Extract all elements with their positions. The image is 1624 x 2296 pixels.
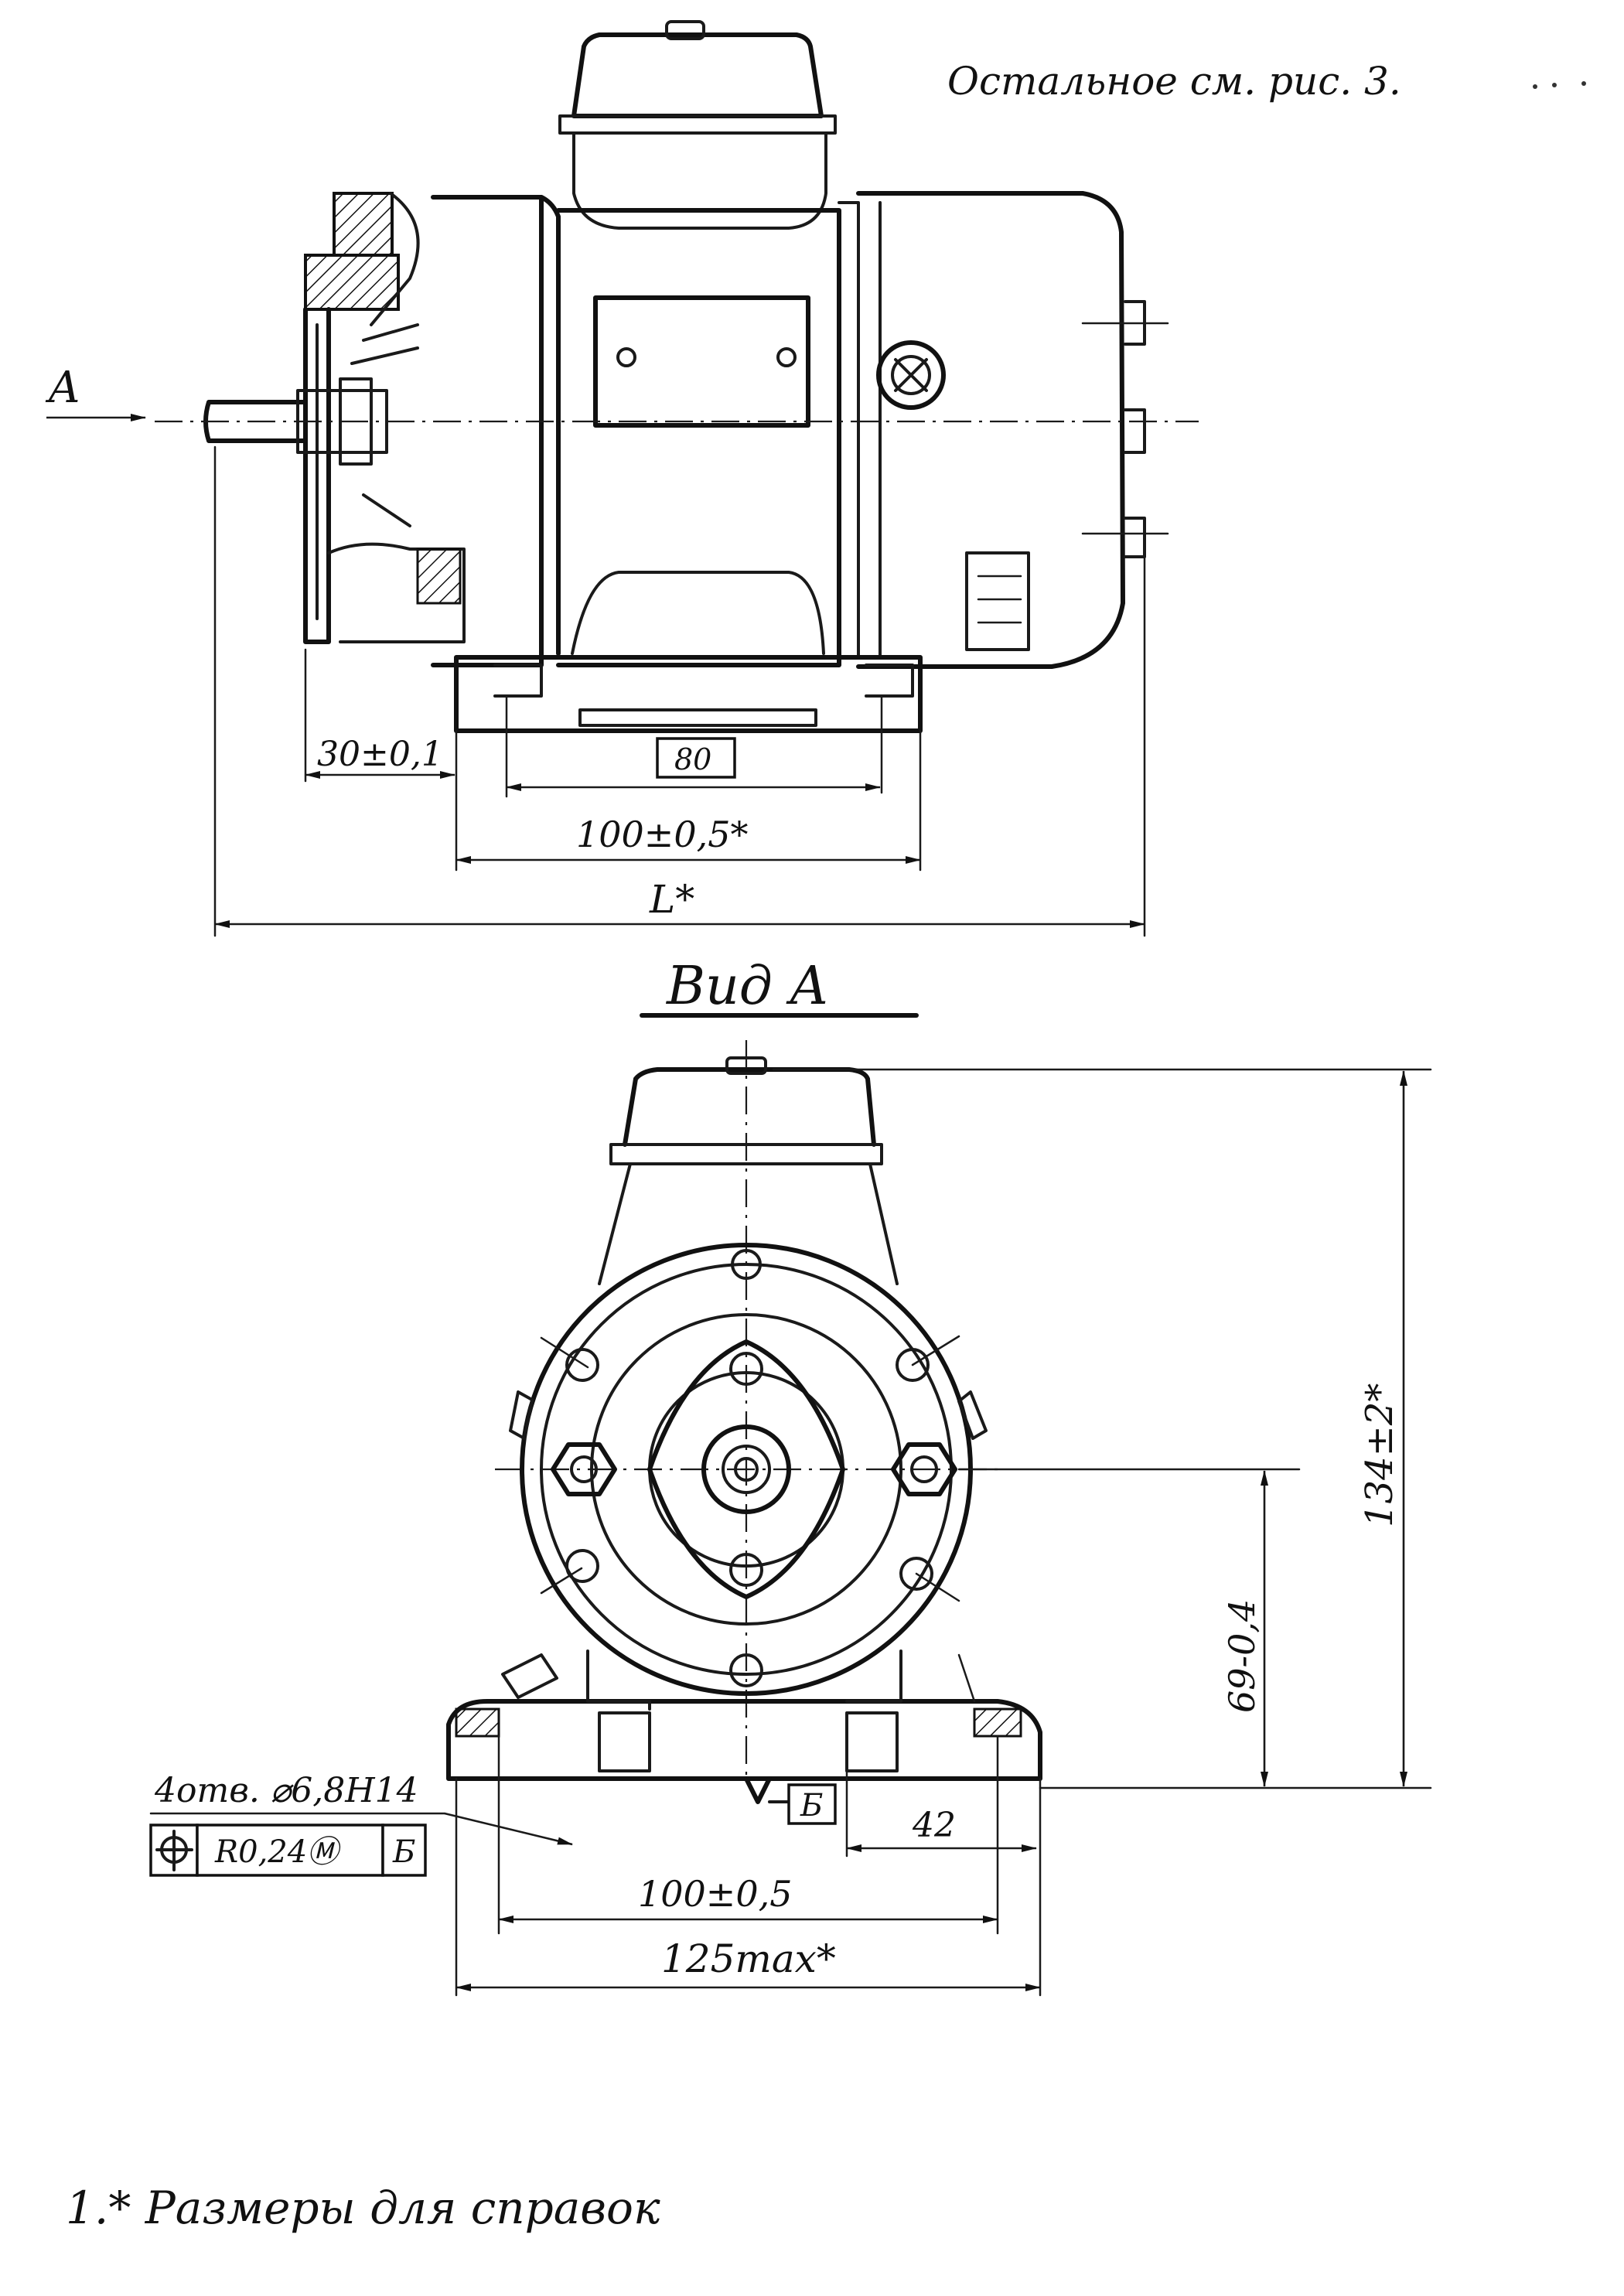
va-terminal-rim [609, 1143, 883, 1165]
va-tolerance-datum: Б [392, 1834, 415, 1870]
foot-slot-right [865, 664, 914, 698]
front-shield-curve [350, 192, 420, 365]
va-foot-left-block [598, 1711, 651, 1772]
va-cover-screw-top [729, 1352, 763, 1386]
front-bearing-section [304, 254, 400, 311]
header-note: Остальное см. рис. 3. [947, 59, 1401, 104]
va-foot-right-section [973, 1708, 1022, 1738]
va-tolerance-frame: R0,24Ⓜ Б [149, 1823, 427, 1877]
va-dim-69: 69-0,4 [1221, 1599, 1263, 1713]
va-bolt-lower-right [899, 1557, 933, 1591]
va-earth-clamp [501, 1653, 558, 1699]
va-bolt-upper-left [565, 1348, 599, 1382]
housing-body [556, 208, 841, 667]
va-hex-nut-right [891, 1442, 957, 1496]
footnote: 1.* Размеры для справок [66, 2182, 660, 2234]
front-flange-plate [303, 307, 331, 644]
rear-clamp [965, 551, 1030, 651]
nameplate [593, 295, 810, 428]
va-foot-right-block [845, 1711, 899, 1772]
va-terminal-sides [598, 1162, 899, 1285]
cable-gland-cross [894, 358, 928, 392]
va-holes-note: 4отв. ⌀6,8Н14 [154, 1771, 418, 1810]
nameplate-rivet-right [776, 347, 797, 367]
va-base-feet [446, 1699, 1042, 1781]
shaft-nut [339, 377, 373, 466]
shaft-hub [296, 389, 388, 454]
view-a-marker: А [45, 363, 80, 413]
mounting-base [454, 655, 923, 733]
side-view: А 30±0,1 80 100±0,5* L* [45, 20, 1199, 937]
va-shaft-center [734, 1457, 759, 1482]
va-housing-rim [540, 1263, 953, 1676]
va-bolt-upper-right [896, 1348, 930, 1382]
rear-end-cap [856, 191, 1125, 669]
cable-gland-inner [891, 355, 931, 395]
cable-gland [876, 340, 946, 410]
va-shield-ring [590, 1313, 902, 1626]
va-lug-right [957, 1390, 988, 1440]
dim-L: L* [649, 877, 694, 922]
front-lower-section [416, 548, 462, 605]
va-cover-screw-bottom [729, 1553, 763, 1587]
va-bolt-top [731, 1249, 762, 1280]
front-flange-section-top [333, 192, 394, 257]
foot-slot-left [493, 664, 543, 698]
dim-100-side: 100±0,5* [576, 814, 749, 855]
terminal-box-base [572, 131, 827, 230]
view-a-title: Вид А [665, 956, 829, 1017]
va-tolerance-value: R0,24Ⓜ [214, 1834, 343, 1870]
va-datum-triangle [744, 1776, 772, 1804]
va-bolt-bottom [729, 1653, 763, 1687]
dim-80: 80 [674, 742, 711, 776]
housing-rib-right [838, 201, 860, 659]
va-lug-left [509, 1390, 534, 1440]
rear-bolt-middle [1124, 408, 1146, 454]
base-pad [578, 708, 817, 727]
va-foot-supports [586, 1650, 902, 1711]
va-hex-nut-left [551, 1442, 617, 1496]
terminal-box-rim [558, 114, 837, 135]
va-bearing-cover [647, 1339, 845, 1599]
va-shaft [722, 1445, 771, 1494]
terminal-box-cap [665, 20, 705, 40]
housing-foot-arch [571, 571, 825, 655]
va-dim-100: 100±0,5 [638, 1873, 793, 1915]
housing-left-edge [431, 195, 544, 667]
va-dim-42: 42 [912, 1806, 956, 1845]
housing-rib-left [539, 195, 561, 656]
rear-bolt-bottom [1124, 517, 1146, 558]
view-a: Вид А [149, 956, 1432, 1997]
scan-specks [1533, 81, 1586, 89]
va-terminal-box [623, 1067, 876, 1147]
va-foot-left-section [455, 1708, 500, 1738]
va-dim-125: 125max* [661, 1936, 836, 1981]
va-bolt-lower-left [565, 1549, 599, 1583]
dim-30: 30±0,1 [317, 735, 443, 774]
va-datum-box [787, 1783, 837, 1825]
va-dim-134: 134±2* [1358, 1383, 1401, 1527]
nameplate-rivet-left [616, 347, 636, 367]
va-datum-label: Б [800, 1788, 823, 1823]
terminal-box-cover [571, 32, 824, 118]
front-strap [362, 493, 411, 527]
dim-80-box [656, 737, 736, 779]
va-shaft-boss [701, 1424, 791, 1514]
